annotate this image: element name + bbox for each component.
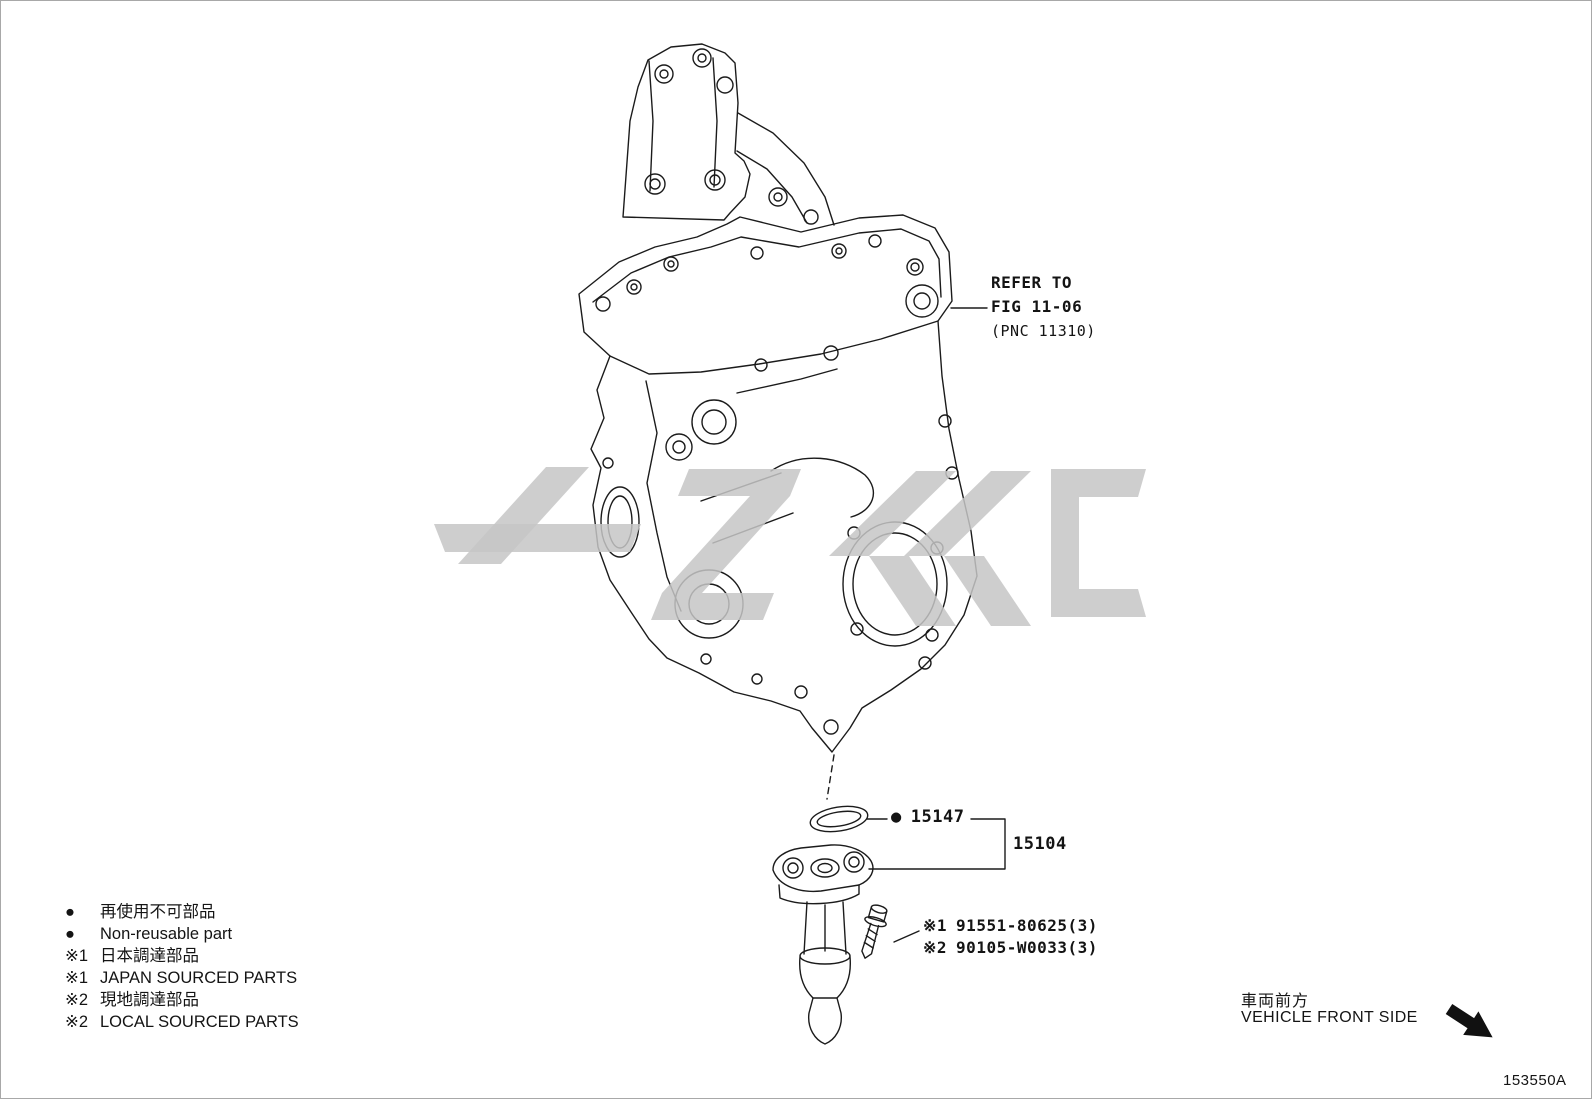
- legend-row-japan-sourced-jp: ※1 日本調達部品: [65, 945, 299, 967]
- watermark: [434, 467, 1146, 626]
- reference-mark-1: ※1: [65, 969, 89, 987]
- engine-front-cover-drawing: [578, 43, 978, 753]
- vehicle-front-label-jp: 車両前方: [1241, 993, 1310, 1010]
- refer-to-callout: REFER TO FIG 11-06 (PNC 11310): [991, 271, 1096, 343]
- legend-row-japan-sourced-en: ※1 JAPAN SOURCED PARTS: [65, 967, 299, 989]
- legend-text: 日本調達部品: [100, 947, 199, 965]
- reference-mark-2: ※2: [65, 1013, 89, 1031]
- non-reusable-bullet-icon: ●: [65, 903, 75, 921]
- dashed-leader-line: [826, 754, 835, 800]
- legend-text: Non-reusable part: [100, 925, 233, 943]
- sourcing-qualifier-1: ※1: [923, 916, 948, 935]
- refer-to-pnc: (PNC 11310): [991, 322, 1096, 340]
- part-number-15104: 15104: [1013, 834, 1067, 854]
- refer-to-line2: FIG 11-06: [991, 297, 1083, 316]
- reference-mark-2: ※2: [65, 991, 89, 1009]
- vehicle-front-arrow-icon: [1445, 1003, 1493, 1038]
- reference-mark-1: ※1: [65, 947, 89, 965]
- legend-row-non-reusable-en: ● Non-reusable part: [65, 923, 299, 945]
- part-label-bolt-option-2: ※2 90105-W0033(3): [923, 938, 1098, 957]
- legend-text: JAPAN SOURCED PARTS: [100, 969, 298, 987]
- gasket-drawing: [809, 805, 869, 833]
- figure-code: 153550A: [1503, 1072, 1567, 1089]
- part-number-15147: 15147: [910, 807, 965, 827]
- part-label-15104: 15104: [1013, 834, 1067, 854]
- part-number-90105-W0033: 90105-W0033(3): [956, 938, 1098, 957]
- legend-row-local-sourced-jp: ※2 現地調達部品: [65, 989, 299, 1011]
- part-label-bolt-option-1: ※1 91551-80625(3): [923, 916, 1098, 935]
- part-label-15147: ● 15147: [891, 807, 964, 827]
- non-reusable-bullet-icon: ●: [891, 807, 902, 827]
- refer-to-line1: REFER TO: [991, 273, 1073, 292]
- non-reusable-bullet-icon: ●: [65, 925, 75, 943]
- part-number-91551-80625: 91551-80625(3): [956, 916, 1098, 935]
- legend-text: LOCAL SOURCED PARTS: [100, 1013, 299, 1031]
- vehicle-front-label-en: VEHICLE FRONT SIDE: [1241, 1009, 1418, 1026]
- legend-text: 再使用不可部品: [100, 903, 216, 921]
- callout-leader-lines: [866, 307, 1006, 943]
- legend-row-non-reusable-jp: ● 再使用不可部品: [65, 901, 299, 923]
- legend-row-local-sourced-en: ※2 LOCAL SOURCED PARTS: [65, 1011, 299, 1033]
- sourcing-qualifier-2: ※2: [923, 938, 948, 957]
- oil-pump-drawing: [772, 844, 874, 1045]
- legend: ● 再使用不可部品 ● Non-reusable part ※1 日本調達部品 …: [65, 901, 299, 1033]
- legend-text: 現地調達部品: [100, 991, 199, 1009]
- mounting-bolt-drawing: [861, 904, 888, 959]
